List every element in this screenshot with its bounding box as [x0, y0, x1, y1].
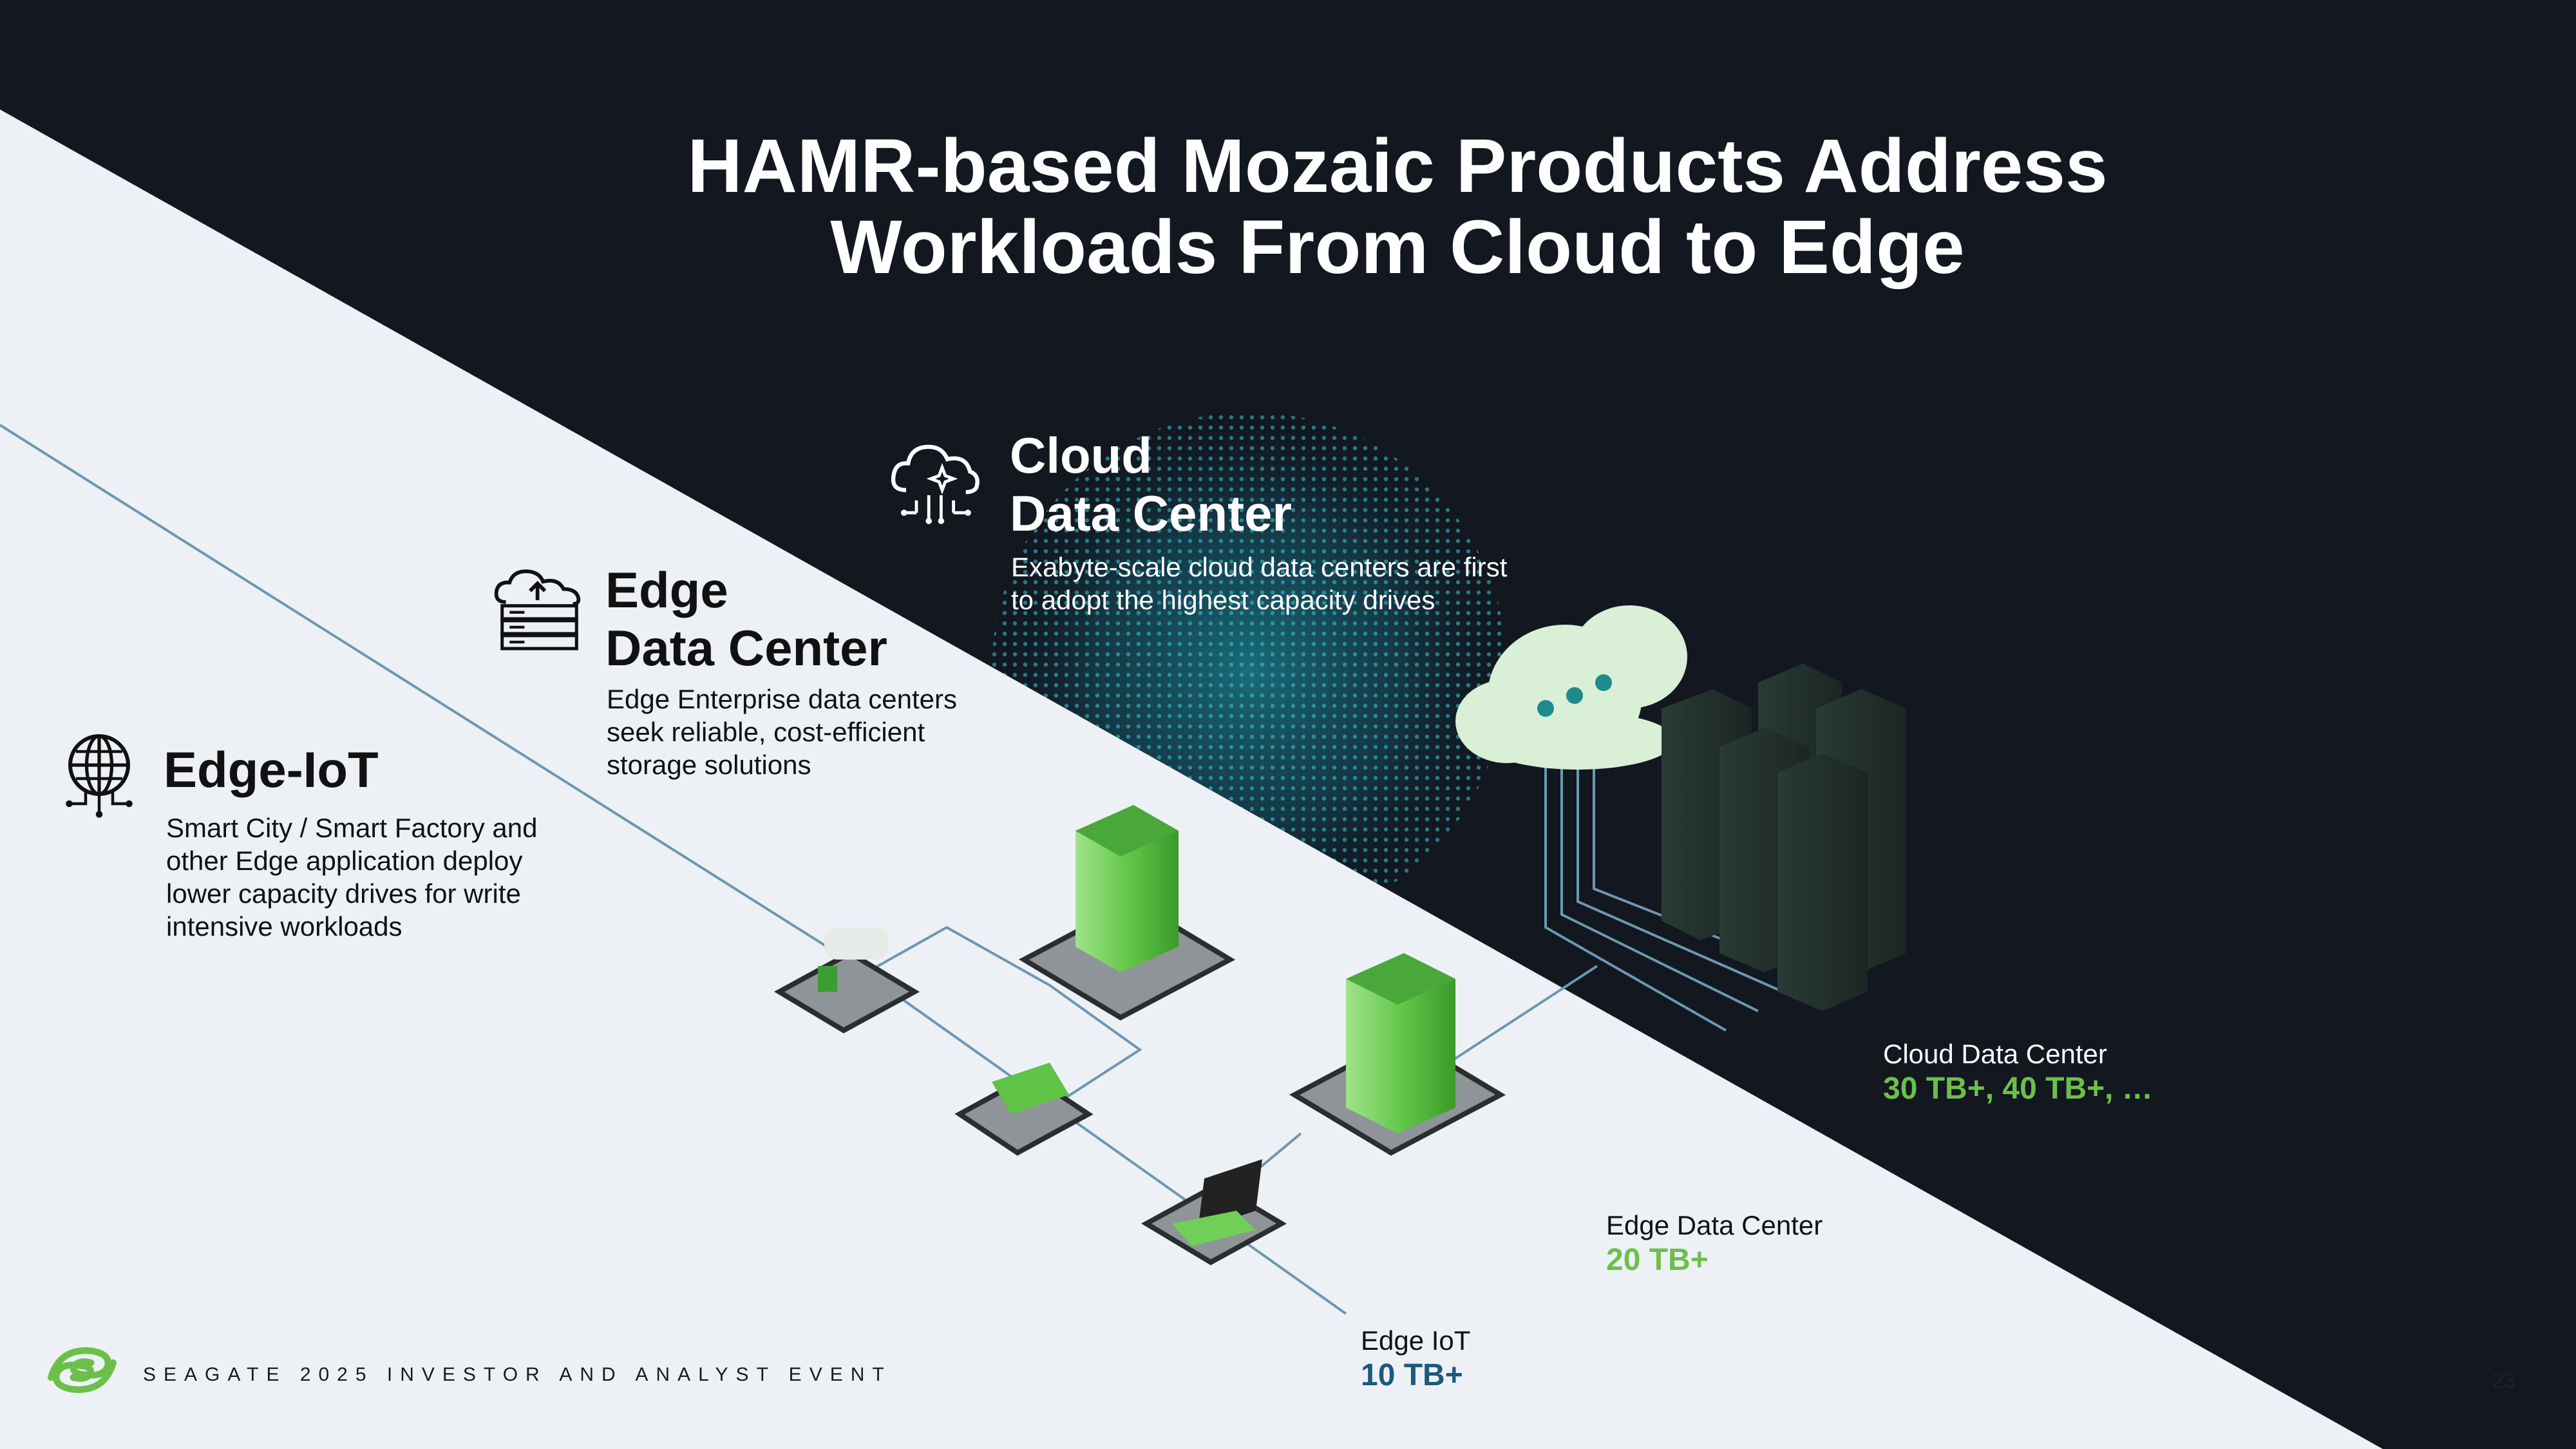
- edge-dc-capacity-value: 20 TB+: [1606, 1243, 1709, 1277]
- cloud-dc-desc-line1: Exabyte-scale cloud data centers are fir…: [1011, 552, 1508, 582]
- edge-iot-capacity-label: Edge IoT: [1361, 1325, 1471, 1356]
- edge-dc-capacity-label: Edge Data Center: [1606, 1210, 1823, 1240]
- edge-iot-desc-line1: Smart City / Smart Factory and: [166, 813, 538, 843]
- router-device: [954, 1063, 1094, 1156]
- cloud-capacity: Cloud Data Center 30 TB+, 40 TB+, …: [1883, 1038, 2153, 1108]
- laptop-device: [1141, 1159, 1287, 1265]
- slide-title: HAMR-based Mozaic Products Address Workl…: [580, 126, 2215, 288]
- edge-dc-title-line1: Edge: [605, 562, 728, 618]
- edge-dc-title: Edge Data Center: [605, 561, 887, 677]
- cloud-dc-title: Cloud Data Center: [1010, 426, 1292, 542]
- cloud-ai-icon: [891, 444, 980, 524]
- edge-iot-capacity: Edge IoT 10 TB+: [1361, 1325, 1470, 1394]
- cloud-dc-desc-line2: to adopt the highest capacity drives: [1011, 585, 1435, 615]
- globe-network-icon: [66, 734, 133, 818]
- server-racks: [1662, 663, 1906, 1011]
- edge-dc-building-2: [1289, 953, 1506, 1156]
- edge-iot-capacity-value: 10 TB+: [1361, 1358, 1463, 1392]
- edge-dc-desc-line2: seek reliable, cost-efficient: [607, 717, 925, 747]
- seagate-logo: [48, 1347, 117, 1393]
- cloud-server-icon: [494, 569, 581, 650]
- edge-iot-desc-line4: intensive workloads: [166, 911, 402, 942]
- cloud-graphic: [1455, 605, 1687, 770]
- edge-iot-description: Smart City / Smart Factory and other Edg…: [166, 811, 537, 943]
- edge-dc-capacity: Edge Data Center 20 TB+: [1606, 1209, 1823, 1279]
- edge-iot-desc-line2: other Edge application deploy: [166, 846, 523, 876]
- slide-title-line2: Workloads From Cloud to Edge: [830, 205, 1965, 290]
- edge-iot-desc-line3: lower capacity drives for write: [166, 878, 521, 909]
- edge-dc-description: Edge Enterprise data centers seek reliab…: [607, 683, 957, 781]
- slide-title-line1: HAMR-based Mozaic Products Address: [687, 124, 2108, 209]
- edge-dc-building-1: [1018, 805, 1236, 1021]
- edge-iot-title: Edge-IoT: [164, 741, 379, 798]
- edge-dc-title-line2: Data Center: [605, 620, 887, 676]
- camera-device: [773, 927, 920, 1034]
- cloud-capacity-label: Cloud Data Center: [1883, 1039, 2107, 1069]
- edge-dc-desc-line3: storage solutions: [607, 750, 811, 780]
- footer-text: SEAGATE 2025 INVESTOR AND ANALYST EVENT: [143, 1364, 892, 1385]
- cloud-dc-title-line2: Data Center: [1010, 485, 1292, 542]
- cloud-capacity-value: 30 TB+, 40 TB+, …: [1883, 1072, 2153, 1106]
- page-number: 23: [2492, 1369, 2515, 1392]
- cloud-dc-title-line1: Cloud: [1010, 427, 1152, 484]
- edge-dc-desc-line1: Edge Enterprise data centers: [607, 684, 957, 714]
- cloud-dc-description: Exabyte-scale cloud data centers are fir…: [1011, 551, 1507, 616]
